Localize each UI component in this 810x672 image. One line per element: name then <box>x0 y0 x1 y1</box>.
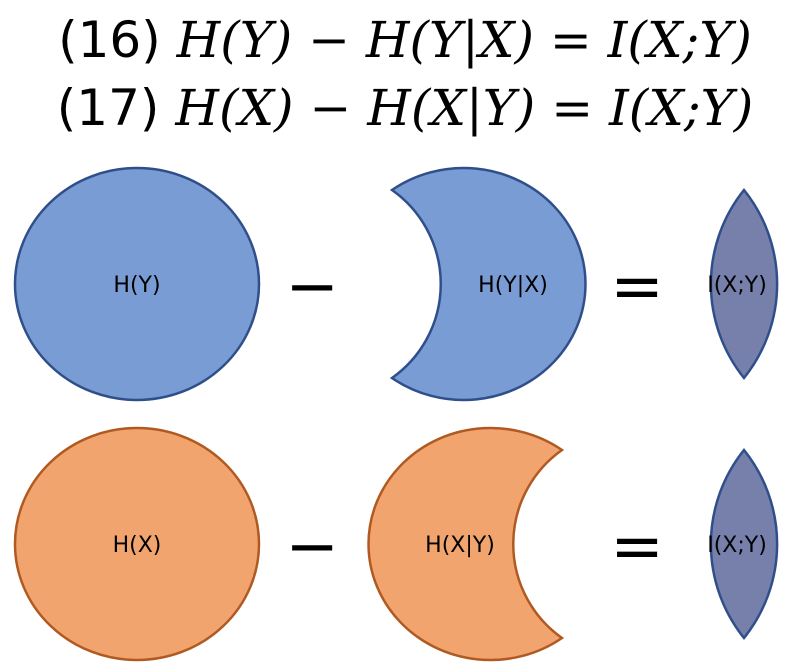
equation-16-expression: H(Y) − H(Y|X) = I(X;Y) <box>176 11 752 69</box>
mutual-information-label-row1: I(X;Y) <box>707 273 767 298</box>
equals-operator-row2: = <box>610 510 664 584</box>
mutual-information-lens-row2 <box>709 448 779 640</box>
h-x-given-y-label: H(X|Y) <box>425 533 495 558</box>
h-y-label: H(Y) <box>113 273 160 298</box>
equation-17: (17) H(X) − H(X|Y) = I(X;Y) <box>0 78 810 138</box>
h-y-given-x-crescent <box>389 166 587 402</box>
mutual-information-label-row2: I(X;Y) <box>707 533 767 558</box>
equals-operator-row1: = <box>610 250 664 324</box>
h-x-given-y-crescent <box>367 426 565 662</box>
h-x-circle <box>13 426 261 662</box>
equation-16: (16) H(Y) − H(Y|X) = I(X;Y) <box>0 10 810 70</box>
h-y-circle <box>13 166 261 402</box>
equation-16-number: (16) <box>58 11 161 69</box>
h-y-given-x-label: H(Y|X) <box>478 273 548 298</box>
mutual-information-lens-row1 <box>709 188 779 380</box>
equation-17-expression: H(X) − H(X|Y) = I(X;Y) <box>175 79 754 137</box>
h-x-label: H(X) <box>113 533 162 558</box>
minus-operator-row1: − <box>285 250 339 324</box>
minus-operator-row2: − <box>285 510 339 584</box>
equation-17-number: (17) <box>56 79 160 137</box>
